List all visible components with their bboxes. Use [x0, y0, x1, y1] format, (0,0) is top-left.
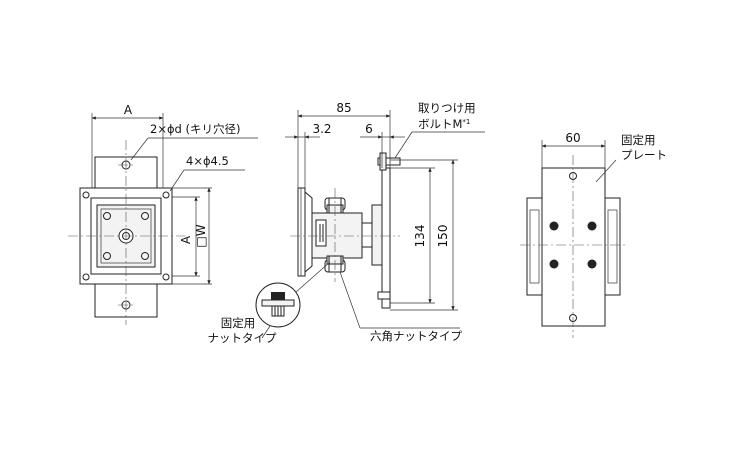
plate-stud — [587, 259, 597, 269]
dim-6: 6 — [365, 122, 373, 136]
side-view: 85 3.2 6 取りつけ用 ボルトM*1 134 150 六角ナットタイプ — [208, 101, 485, 345]
dim-a-side: A — [179, 235, 193, 244]
plate-tab-left — [526, 197, 543, 296]
corner-hole — [82, 273, 90, 281]
wall-plate — [381, 167, 391, 309]
dim-60: 60 — [565, 131, 580, 145]
left-flange — [297, 187, 306, 277]
plate-view: 60 固定用 プレート — [520, 131, 667, 338]
plate-tab-left-inner — [529, 209, 540, 284]
hole-label-2xd: 2×ϕd (キリ穴径) — [150, 122, 240, 136]
fixed-nut-label-line2: ナットタイプ — [208, 331, 277, 345]
mount-hole — [103, 252, 111, 260]
hole-label-4x45: 4×ϕ4.5 — [186, 154, 229, 168]
mount-hole — [103, 212, 111, 220]
right-block — [371, 204, 383, 266]
detail-nut — [271, 292, 285, 300]
dim-150: 150 — [436, 225, 450, 248]
plate-label-line1: 固定用 — [621, 133, 656, 147]
bolt-label-line2: ボルトM*1 — [418, 117, 470, 131]
bolt-label-line1: 取りつけ用 — [418, 101, 476, 115]
corner-hole — [82, 191, 90, 199]
plate-label-line2: プレート — [621, 148, 667, 162]
mount-bolt-lower — [377, 291, 391, 300]
mount-hole — [141, 252, 149, 260]
plate-stud — [549, 259, 559, 269]
mount-bolt — [377, 157, 401, 166]
mount-hole — [141, 212, 149, 220]
plate-stud — [549, 221, 559, 231]
hex-nut-label: 六角ナットタイプ — [370, 329, 462, 343]
arm-inner — [315, 219, 327, 247]
corner-hole — [162, 273, 170, 281]
plate-stud — [587, 221, 597, 231]
plate-tab-right — [604, 197, 621, 296]
front-view: A A □W 2×ϕd (キリ穴径) 4×ϕ4.5 — [68, 103, 258, 325]
dim-a-top: A — [124, 103, 133, 117]
left-flange-taper — [304, 190, 313, 274]
plate-tab-right-inner — [607, 209, 618, 284]
mount-bolt-head — [379, 152, 387, 171]
corner-hole — [162, 191, 170, 199]
detail-plate — [261, 299, 295, 307]
dim-134: 134 — [413, 225, 427, 248]
dim-85: 85 — [336, 101, 351, 115]
w-label: □W — [194, 224, 208, 247]
dim-3-2: 3.2 — [312, 122, 331, 136]
fixed-nut-label-line1: 固定用 — [221, 316, 256, 330]
right-connector — [361, 222, 373, 248]
fixed-plate — [541, 167, 606, 327]
